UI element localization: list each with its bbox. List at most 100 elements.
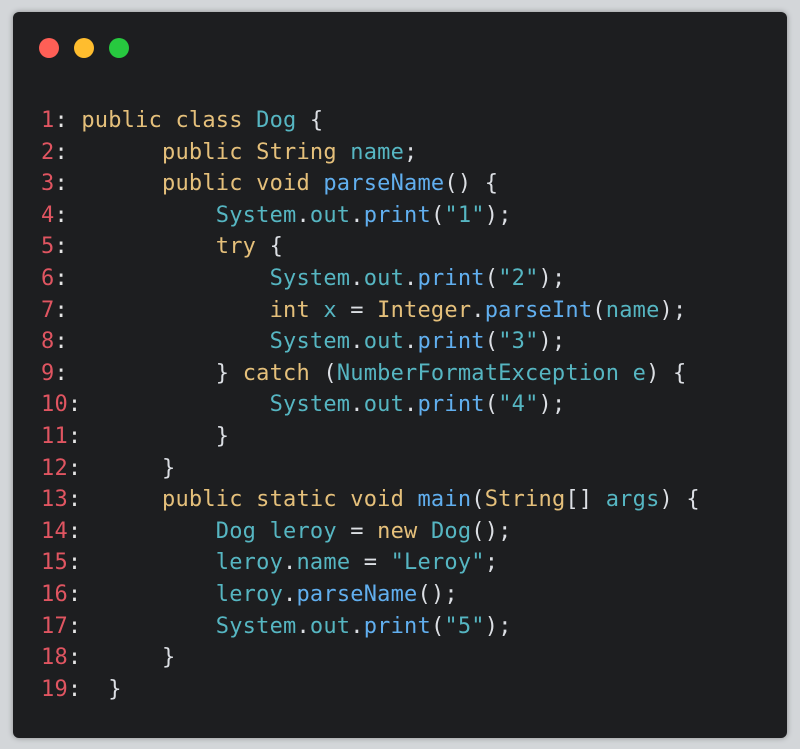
line-number: 16 <box>41 581 68 607</box>
code-token: public <box>162 139 257 165</box>
code-line: 5: try { <box>41 231 700 263</box>
code-line: 18: } <box>41 642 700 674</box>
code-token <box>95 550 216 575</box>
code-token: parseName <box>296 581 418 607</box>
line-number-colon: : <box>54 360 82 386</box>
line-number-colon: : <box>67 550 95 576</box>
code-token: "5" <box>444 613 485 639</box>
code-token: out <box>363 329 405 355</box>
code-token: parseName <box>323 171 445 197</box>
code-token: System <box>269 329 351 355</box>
code-token: "1" <box>444 202 485 228</box>
code-token: (); <box>417 581 458 607</box>
line-number: 5 <box>41 234 55 260</box>
line-number: 11 <box>41 423 68 449</box>
line-number: 12 <box>41 455 68 481</box>
code-token: . <box>296 202 310 228</box>
code-token: ); <box>538 265 566 291</box>
code-token: (); <box>471 518 512 544</box>
code-token: Dog <box>256 108 297 133</box>
maximize-dot-icon[interactable] <box>109 38 129 58</box>
code-token: . <box>471 297 485 323</box>
line-number: 13 <box>41 487 68 513</box>
code-token: ; <box>404 139 418 165</box>
code-token: . <box>350 265 364 291</box>
code-token: main <box>417 487 472 513</box>
line-number-colon: : <box>54 108 82 133</box>
code-token: ); <box>538 392 566 418</box>
code-line: 7: int x = Integer.parseInt(name); <box>41 295 700 327</box>
code-token <box>81 298 269 323</box>
code-token: . <box>350 613 364 639</box>
code-line: 15: leroy.name = "Leroy"; <box>41 547 700 579</box>
code-token: e <box>632 360 647 386</box>
code-line: 16: leroy.parseName(); <box>41 579 700 611</box>
code-token: NumberFormatException <box>336 360 620 386</box>
line-number-colon: : <box>54 265 82 291</box>
code-token: ( <box>484 329 499 355</box>
line-number: 1 <box>41 108 55 133</box>
code-token: System <box>269 265 351 291</box>
code-token: "Leroy" <box>390 550 485 576</box>
code-token <box>95 582 216 607</box>
line-number-colon: : <box>67 487 95 513</box>
code-token: { <box>256 234 284 260</box>
code-token: ( <box>430 613 445 639</box>
code-token: public class <box>81 108 257 133</box>
line-number-colon: : <box>54 202 82 228</box>
code-token: Dog <box>215 518 257 544</box>
code-token <box>95 645 162 670</box>
code-token: print <box>417 392 485 418</box>
code-token <box>95 392 270 417</box>
code-token: ( <box>471 487 485 513</box>
code-token: ); <box>484 202 512 228</box>
code-line: 19: } <box>41 674 700 706</box>
line-number: 4 <box>41 202 55 228</box>
code-token: print <box>363 613 431 639</box>
line-number: 9 <box>41 360 55 386</box>
code-token: ); <box>538 329 566 355</box>
line-number: 2 <box>41 139 55 165</box>
code-token: int <box>269 297 324 323</box>
code-line: 10: System.out.print("4"); <box>41 389 700 421</box>
code-token: = <box>336 518 378 544</box>
code-token: args <box>605 487 660 513</box>
line-number: 17 <box>41 613 68 639</box>
code-token: name <box>296 550 351 576</box>
code-token: } <box>162 455 176 481</box>
line-number: 8 <box>41 329 55 355</box>
line-number: 19 <box>41 676 68 702</box>
code-token <box>256 519 269 544</box>
code-token: ); <box>659 297 687 323</box>
code-token <box>81 234 215 259</box>
code-token: . <box>404 392 418 418</box>
line-number-colon: : <box>54 297 82 323</box>
code-token: out <box>309 613 351 639</box>
code-token: Dog <box>430 518 472 544</box>
code-token: name <box>350 139 405 165</box>
code-token: . <box>350 202 364 228</box>
code-token: "2" <box>498 265 539 291</box>
close-dot-icon[interactable] <box>39 38 59 58</box>
minimize-dot-icon[interactable] <box>74 38 94 58</box>
code-token: ( <box>484 392 499 418</box>
code-token <box>81 266 269 291</box>
code-token: System <box>215 202 297 228</box>
code-token <box>619 361 632 386</box>
code-token: { <box>296 108 324 133</box>
line-number-colon: : <box>67 455 95 481</box>
code-token: Integer <box>377 297 472 323</box>
code-line: 9: } catch (NumberFormatException e) { <box>41 358 700 390</box>
line-number: 7 <box>41 297 55 323</box>
line-number-colon: : <box>67 645 95 671</box>
code-token: ) { <box>646 360 687 386</box>
code-token <box>95 519 216 544</box>
code-token: String <box>256 139 351 165</box>
line-number-colon: : <box>67 518 95 544</box>
code-token: System <box>269 392 351 418</box>
code-token: out <box>363 265 405 291</box>
line-number: 6 <box>41 265 55 291</box>
line-number-colon: : <box>54 139 82 165</box>
code-token: . <box>283 581 297 607</box>
code-token: . <box>296 613 310 639</box>
